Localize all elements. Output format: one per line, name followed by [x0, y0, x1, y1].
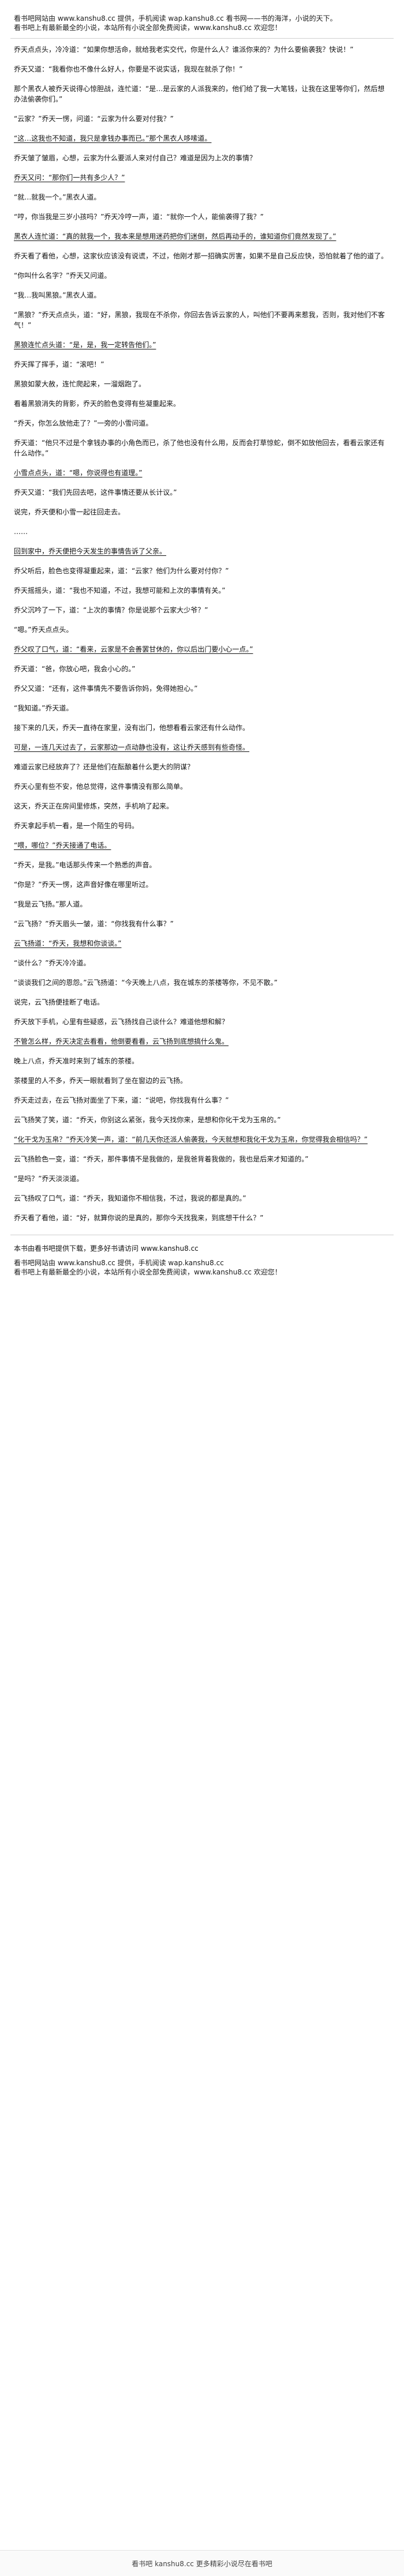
paragraph: 这天，乔天正在房间里修炼，突然，手机响了起来。 — [14, 802, 174, 810]
paragraph: 乔天心里有些不安，他总觉得，这件事情没有那么简单。 — [14, 783, 188, 791]
paragraph: “云家？”乔天一愣，问道：“云家为什么要对付我？” — [14, 115, 174, 123]
bottom-bar-text: 看书吧 kanshu8.cc 更多精彩小说尽在看书吧 — [132, 2559, 272, 2568]
site-footer: 本书由看书吧提供下载，更多好书请访问 www.kanshu8.cc 看书吧网站由… — [10, 1235, 394, 1283]
paragraph: 茶楼里的人不多，乔天一眼就看到了坐在窗边的云飞扬。 — [14, 1077, 188, 1085]
paragraph: 难道云家已经放弃了？还是他们在酝酿着什么更大的阴谋？ — [14, 763, 194, 771]
paragraph: “谈什么？”乔天冷冷道。 — [14, 959, 91, 967]
paragraph: “乔天，你怎么放他走了？”一旁的小雪问道。 — [14, 419, 153, 427]
paragraph: “我知道。”乔天道。 — [14, 704, 73, 712]
paragraph: 晚上八点，乔天准时来到了城东的茶楼。 — [14, 1057, 139, 1065]
site-header: 看书吧网站由 www.kanshu8.cc 提供，手机阅读 wap.kanshu… — [10, 10, 394, 39]
header-line-2: 看书吧上有最新最全的小说，本站所有小说全部免费阅读，www.kanshu8.cc… — [14, 24, 282, 32]
paragraph: 小雪点点头，道：“嗯，你说得也有道理。” — [14, 469, 143, 477]
paragraph: 乔天又问：“那你们一共有多少人？” — [14, 174, 125, 182]
paragraph: …… — [14, 528, 28, 536]
paragraph: 乔天摇摇头，道：“我也不知道，不过，我想可能和上次的事情有关。” — [14, 586, 226, 595]
paragraph: 云飞扬道：“乔天，我想和你谈谈。” — [14, 939, 122, 947]
paragraph: “嗯。”乔天点点头。 — [14, 626, 73, 634]
paragraph: “乔天，是我。”电话那头传来一个熟悉的声音。 — [14, 861, 156, 869]
paragraph: 乔天又道：“我看你也不像什么好人，你要是不说实话，我现在就杀了你！” — [14, 65, 243, 73]
footer-line-1: 看书吧网站由 www.kanshu8.cc 提供，手机阅读 wap.kanshu… — [14, 1259, 224, 1267]
paragraph: 可是，一连几天过去了，云家那边一点动静也没有，这让乔天感到有些奇怪。 — [14, 743, 250, 751]
paragraph: 回到家中，乔天便把今天发生的事情告诉了父亲。 — [14, 547, 167, 555]
paragraph: 云飞扬叹了口气，道：“乔天，我知道你不相信我，不过，我说的都是真的。” — [14, 1194, 246, 1202]
paragraph: 乔天挥了挥手，道：“滚吧！” — [14, 360, 104, 368]
paragraph: “哼，你当我是三岁小孩吗？”乔天冷哼一声，道：“就你一个人，能偷袭得了我？” — [14, 213, 264, 221]
paragraph: 乔父听后，脸色也变得凝重起来，道：“云家？他们为什么要对付你？” — [14, 567, 229, 575]
paragraph: 说完，云飞扬便挂断了电话。 — [14, 998, 104, 1006]
paragraph: 那个黑衣人被乔天说得心惊胆战，连忙道：“是…是云家的人派我来的，他们给了我一大笔… — [14, 85, 385, 103]
header-line-1: 看书吧网站由 www.kanshu8.cc 提供，手机阅读 wap.kanshu… — [14, 14, 337, 22]
paragraph: 说完，乔天便和小雪一起往回走去。 — [14, 508, 125, 516]
paragraph: 乔天皱了皱眉，心想，云家为什么要派人来对付自己？难道是因为上次的事情？ — [14, 154, 257, 162]
paragraph: “就…就我一个。”黑衣人道。 — [14, 193, 101, 201]
paragraph: “是吗？”乔天淡淡道。 — [14, 1175, 84, 1183]
paragraph: 乔天道：“他只不过是个拿钱办事的小角色而已，杀了他也没有什么用，反而会打草惊蛇，… — [14, 439, 385, 457]
chapter-content: 乔天点点头，冷冷道：“如果你想活命，就给我老实交代，你是什么人？谁派你来的？为什… — [10, 44, 394, 1223]
bottom-bar: 看书吧 kanshu8.cc 更多精彩小说尽在看书吧 — [0, 2550, 404, 2576]
paragraph: 云飞扬脸色一变，道：“乔天，那件事情不是我做的，是我爸背着我做的，我也是后来才知… — [14, 1155, 309, 1163]
footer-promo: 本书由看书吧提供下载，更多好书请访问 www.kanshu8.cc — [14, 1244, 199, 1253]
paragraph: 乔父又道：“还有，这件事情先不要告诉你妈，免得她担心。” — [14, 685, 198, 693]
paragraph: “我是云飞扬。”那人道。 — [14, 900, 87, 908]
paragraph: 乔天看了看他，心想，这家伙应该没有说谎，不过，他刚才那一招确实厉害，如果不是自己… — [14, 252, 388, 260]
paragraph: 乔天看了看他，道：“好，就算你说的是真的，那你今天找我来，到底想干什么？” — [14, 1214, 264, 1222]
paragraph: “谈谈我们之间的恩怨。”云飞扬道：“今天晚上八点，我在城东的茶楼等你，不见不散。… — [14, 979, 278, 987]
paragraph: 乔父沉吟了一下，道：“上次的事情？你是说那个云家大少爷？” — [14, 606, 208, 614]
paragraph: 乔天又道：“我们先回去吧，这件事情还要从长计议。” — [14, 488, 177, 497]
paragraph: “你叫什么名字？”乔天又问道。 — [14, 272, 111, 280]
paragraph: “化干戈为玉帛？”乔天冷笑一声，道：“前几天你还派人偷袭我，今天就想和我化干戈为… — [14, 1135, 368, 1144]
paragraph: 乔天点点头，冷冷道：“如果你想活命，就给我老实交代，你是什么人？谁派你来的？为什… — [14, 46, 354, 54]
paragraph: 乔天走过去，在云飞扬对面坐了下来，道：“说吧，你找我有什么事？” — [14, 1096, 229, 1104]
paragraph: 乔天道：“爸，你放心吧，我会小心的。” — [14, 665, 136, 673]
paragraph: 看着黑狼消失的背影，乔天的脸色变得有些凝重起来。 — [14, 400, 181, 408]
paragraph: 乔天放下手机，心里有些疑惑，云飞扬找自己谈什么？难道他想和解？ — [14, 1018, 229, 1026]
paragraph: 黑狼如蒙大赦，连忙爬起来，一溜烟跑了。 — [14, 380, 146, 388]
footer-line-2: 看书吧上有最新最全的小说，本站所有小说全部免费阅读，www.kanshu8.cc… — [14, 1268, 282, 1276]
paragraph: 黑狼连忙点头道：“是，是，我一定转告他们。” — [14, 341, 156, 349]
paragraph: 云飞扬笑了笑，道：“乔天，你别这么紧张，我今天找你来，是想和你化干戈为玉帛的。” — [14, 1116, 281, 1124]
paragraph: 乔天拿起手机一看，是一个陌生的号码。 — [14, 822, 139, 830]
paragraph: 乔父叹了口气，道：“看来，云家是不会善罢甘休的，你以后出门要小心一点。” — [14, 645, 253, 653]
paragraph: 黑衣人连忙道：“真的就我一个，我本来是想用迷药把你们迷倒，然后再动手的，谁知道你… — [14, 232, 336, 240]
paragraph: “这…这我也不知道，我只是拿钱办事而已。”那个黑衣人哆嗦道。 — [14, 134, 212, 142]
paragraph: “云飞扬？”乔天眉头一皱，道：“你找我有什么事？” — [14, 920, 174, 928]
paragraph: “你是？”乔天一愣，这声音好像在哪里听过。 — [14, 881, 153, 889]
paragraph: 接下来的几天，乔天一直待在家里，没有出门，他想看看云家还有什么动作。 — [14, 724, 250, 732]
paragraph: “黑狼？”乔天点点头，道：“好，黑狼，我现在不杀你，你回去告诉云家的人，叫他们不… — [14, 311, 385, 329]
paragraph: “我…我叫黑狼。”黑衣人道。 — [14, 291, 101, 299]
paragraph: “喂，哪位？”乔天接通了电话。 — [14, 841, 111, 849]
paragraph: 不管怎么样，乔天决定去看看，他倒要看看，云飞扬到底想搞什么鬼。 — [14, 1037, 229, 1046]
